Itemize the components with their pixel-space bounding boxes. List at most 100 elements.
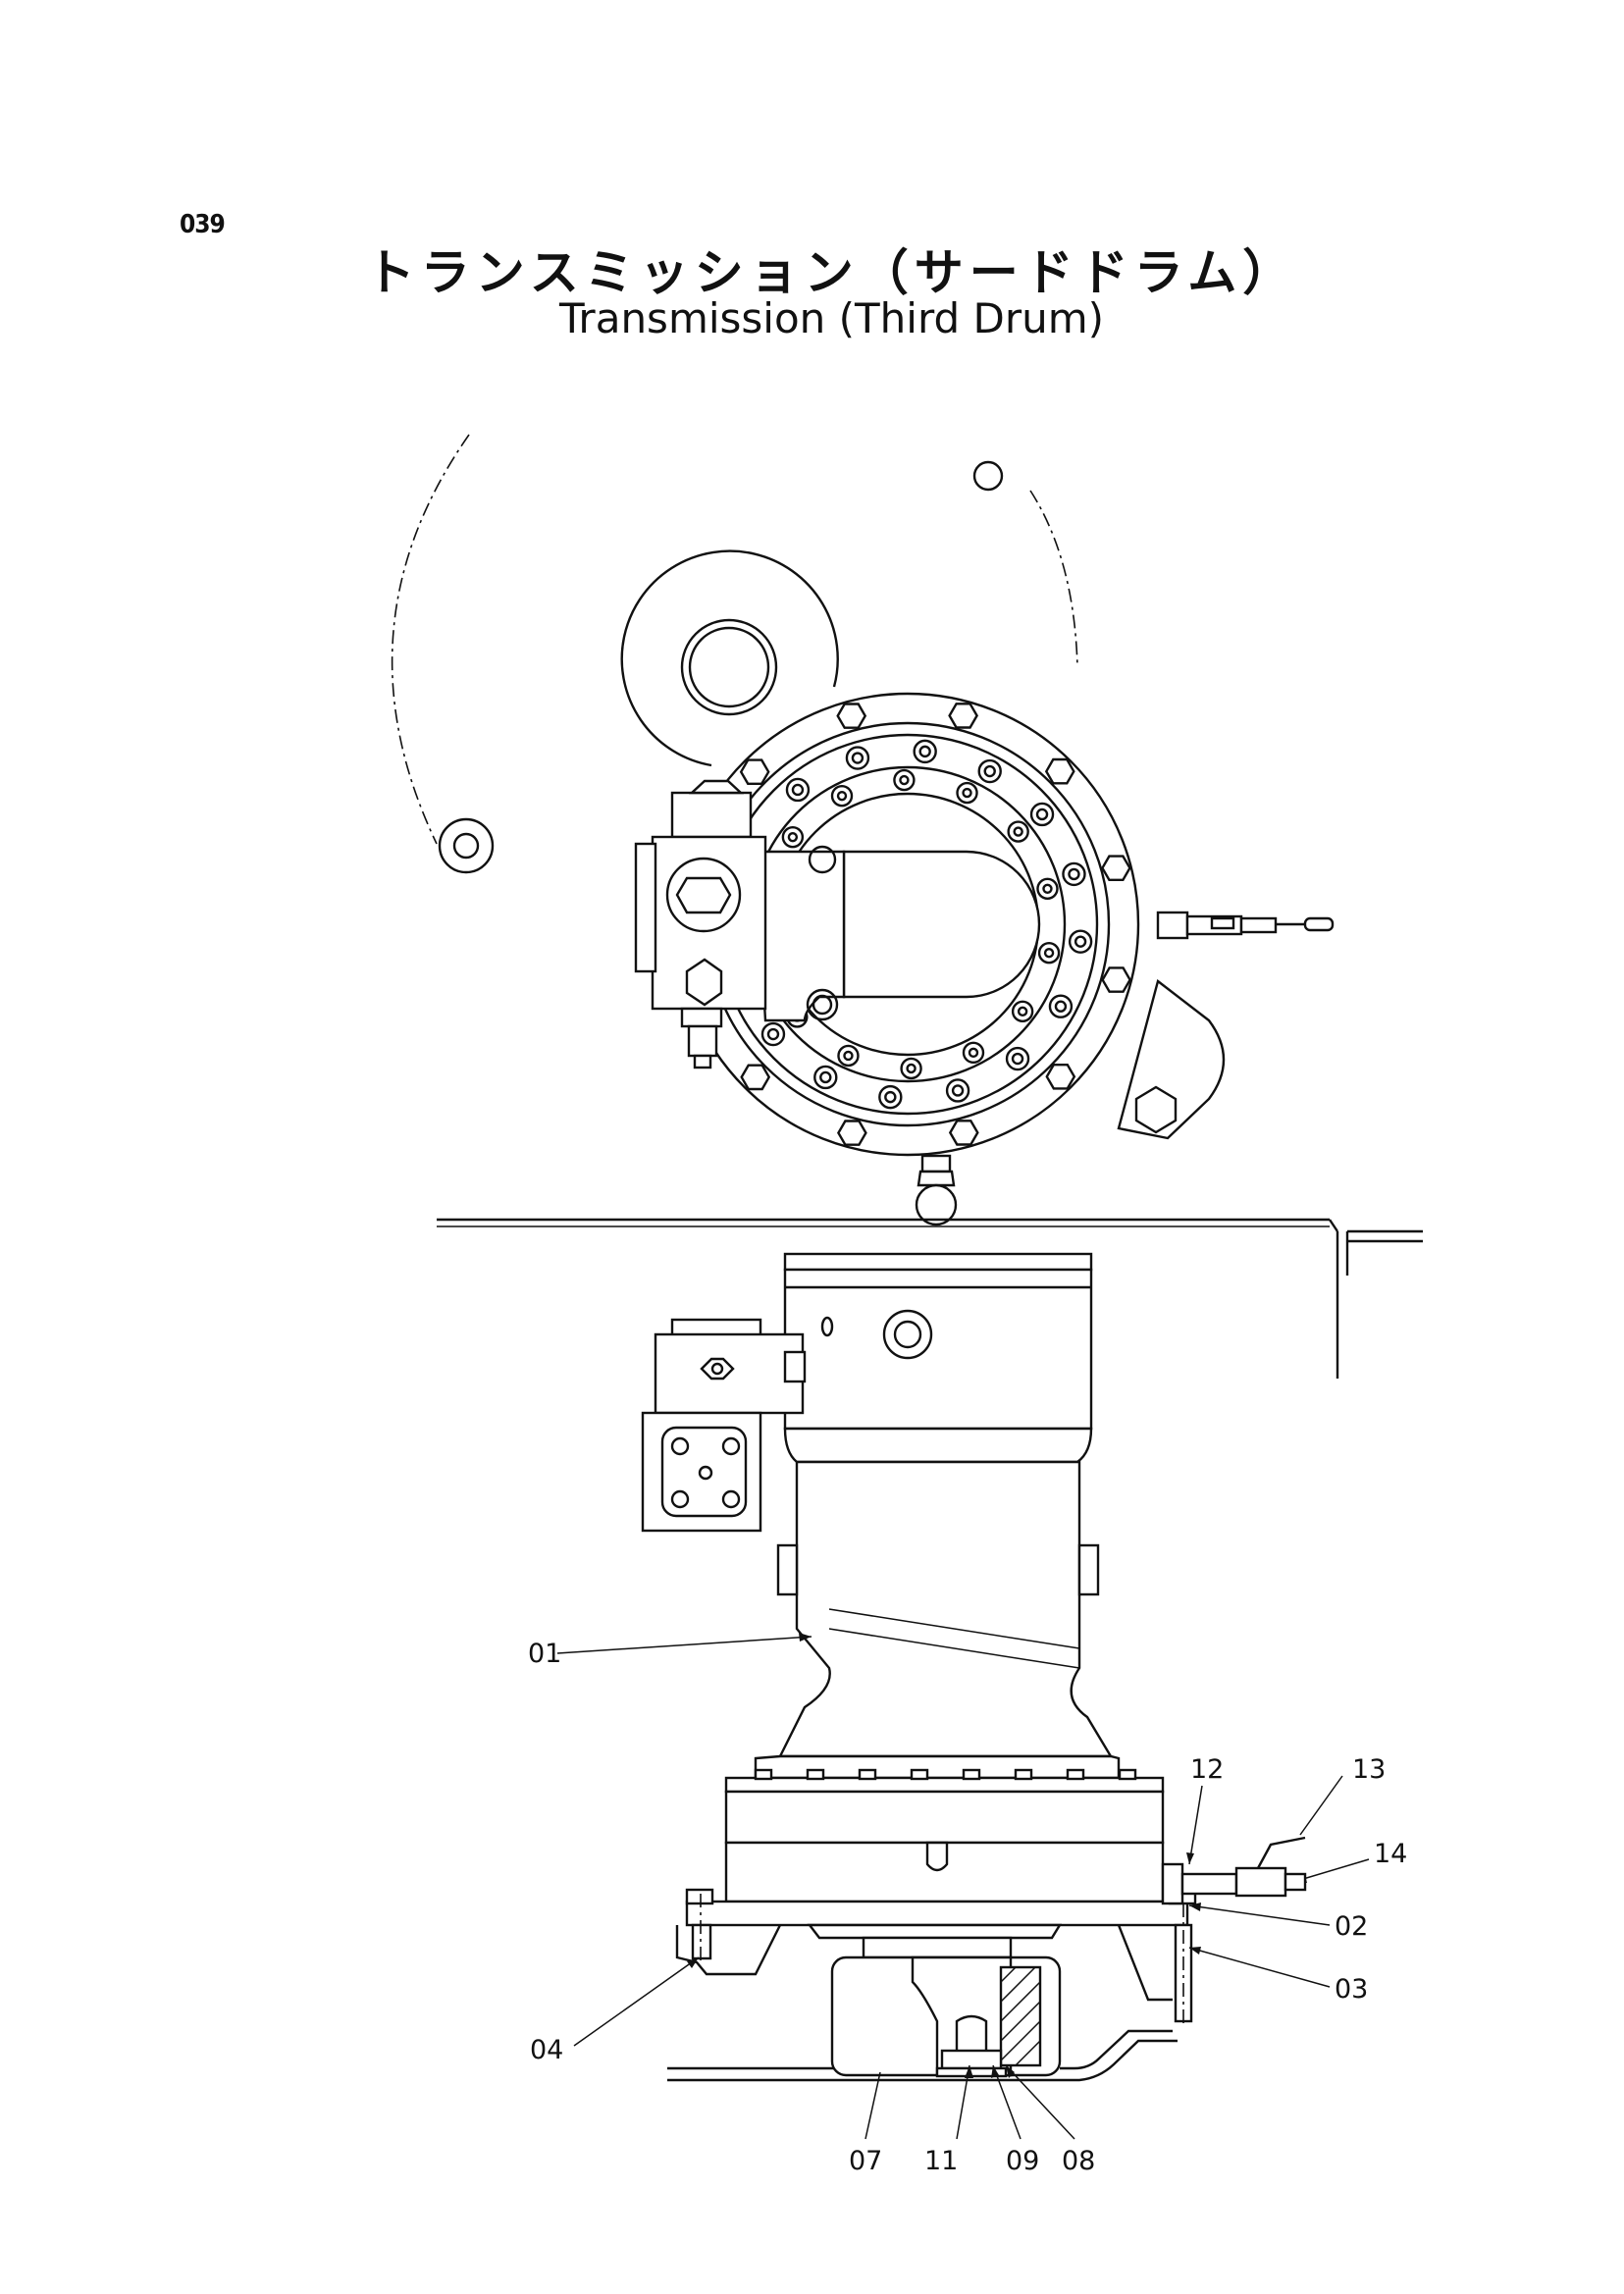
gear-flange-bolts: [754, 1768, 1137, 1781]
output-seal-ring: [807, 1923, 1063, 1940]
socket-bolt: [1062, 861, 1086, 887]
side-valve-stub: [783, 1350, 807, 1383]
background-disc: [620, 549, 839, 767]
callout-13: 13: [1352, 1754, 1386, 1785]
hose-fitting-body: [1161, 1862, 1184, 1905]
callout-08: 08: [1062, 2146, 1095, 2176]
housing-port-inner: [893, 1320, 922, 1349]
frame-bracket-left: [675, 1924, 782, 1976]
valve-fitting-2: [687, 1024, 718, 1058]
callout-03: 03: [1335, 1974, 1368, 2005]
drum-arc-right: [1029, 490, 1078, 668]
shaft-bolt: [955, 2014, 988, 2051]
hex-bolt: [1101, 855, 1131, 881]
side-valve-nut-hole: [710, 1362, 724, 1376]
drain-fitting-top: [920, 1154, 952, 1173]
hose-valve: [1180, 1872, 1238, 1896]
boss-right: [1077, 1543, 1100, 1596]
socket-bolt: [781, 825, 805, 849]
valve-fitting-3: [693, 1054, 712, 1069]
socket-bolt: [813, 1065, 838, 1090]
frame-bracket-right: [1117, 1924, 1173, 2002]
socket-bolt: [878, 1084, 903, 1110]
hex-bolt: [1101, 966, 1131, 993]
pin-small-top: [972, 460, 1004, 492]
housing-top-rim: [783, 1252, 1093, 1272]
socket-bolt: [1036, 877, 1059, 901]
gear-case-plug: [925, 1841, 949, 1872]
socket-bolt: [1037, 942, 1061, 965]
hose-valve-body: [1234, 1866, 1287, 1898]
socket-bolt: [962, 1041, 985, 1065]
gear-case-upper: [724, 1790, 1165, 1845]
socket-bolt: [1005, 1046, 1030, 1071]
socket-bolt: [1048, 994, 1074, 1018]
socket-bolt: [1011, 1000, 1034, 1023]
flange-bolt: [910, 1768, 929, 1781]
callout-14: 14: [1374, 1839, 1407, 1869]
disc-hub-inner: [688, 626, 770, 708]
pin-outer: [438, 817, 495, 874]
valve-top-cap: [670, 791, 753, 839]
side-valve-nut: [700, 1357, 735, 1381]
flange-bolt: [962, 1768, 981, 1781]
drum-arc-left: [391, 434, 470, 845]
callout-04: 04: [530, 2035, 563, 2065]
socket-bolt: [845, 746, 870, 770]
socket-bolt: [760, 1021, 786, 1047]
callout-07: 07: [849, 2146, 882, 2176]
motor-body-band-2: [828, 1628, 1080, 1669]
mounting-plate: [685, 1900, 1189, 1927]
housing-shoulder: [783, 1427, 1093, 1464]
side-flange-boss: [660, 1426, 748, 1518]
flange-bolt-ring-outer: [760, 739, 1093, 1110]
callout-01: 01: [528, 1639, 561, 1669]
drum-base-line-right: [1060, 2029, 1173, 2070]
side-flange-plate: [641, 1411, 762, 1533]
motor-body-band: [828, 1608, 1080, 1649]
housing-port-outer: [882, 1309, 933, 1360]
callout-11: 11: [924, 2146, 958, 2176]
fitting-window: [1210, 916, 1235, 930]
output-neck: [862, 1936, 1013, 1959]
bracket-bolt-top: [808, 845, 837, 874]
socket-bolt: [1029, 802, 1055, 827]
hose-cap: [1283, 1872, 1307, 1892]
bolt-head-left: [685, 1888, 714, 1905]
hex-bolt: [836, 703, 867, 729]
title-english: Transmission (Third Drum): [558, 294, 1105, 342]
shaft-washer: [940, 2049, 1003, 2070]
gear-flange-top: [724, 1776, 1165, 1794]
socket-bolt: [837, 1044, 860, 1068]
bracket-bolt-inner: [812, 994, 833, 1016]
side-view: [641, 1252, 1197, 2082]
flange-bolt: [1014, 1768, 1033, 1781]
flange-bolt: [1066, 1768, 1085, 1781]
valve-side-plate: [634, 842, 657, 973]
socket-bolt: [956, 781, 978, 805]
callout-02: 02: [1335, 1911, 1368, 1942]
drum-base-line-lower: [667, 2039, 1178, 2082]
valve-fitting-1: [680, 1007, 723, 1028]
callout-12: 12: [1190, 1754, 1224, 1785]
fitting-handle-grip: [1303, 916, 1335, 932]
drain-hex: [917, 1170, 956, 1187]
frame-corner: [1329, 1219, 1338, 1232]
hex-bolt: [948, 703, 978, 729]
valve-bracket-arm: [754, 850, 846, 1022]
socket-bolt: [893, 768, 916, 792]
socket-bolt: [1068, 929, 1093, 954]
hatch-area: [999, 1965, 1042, 2067]
bolt-shank-left: [691, 1923, 712, 1960]
pin-inner: [452, 832, 480, 860]
hex-bolt: [740, 1064, 771, 1091]
fitting-body: [1156, 911, 1189, 940]
lobe-bolt: [1134, 1085, 1178, 1134]
socket-bolt: [785, 777, 811, 803]
hex-bolt: [1045, 1063, 1076, 1090]
flange-bolt-ring-inner: [781, 768, 1061, 1080]
page-number: 039: [180, 210, 226, 239]
top-view: [391, 434, 1335, 1226]
drain-plug: [915, 1183, 958, 1226]
